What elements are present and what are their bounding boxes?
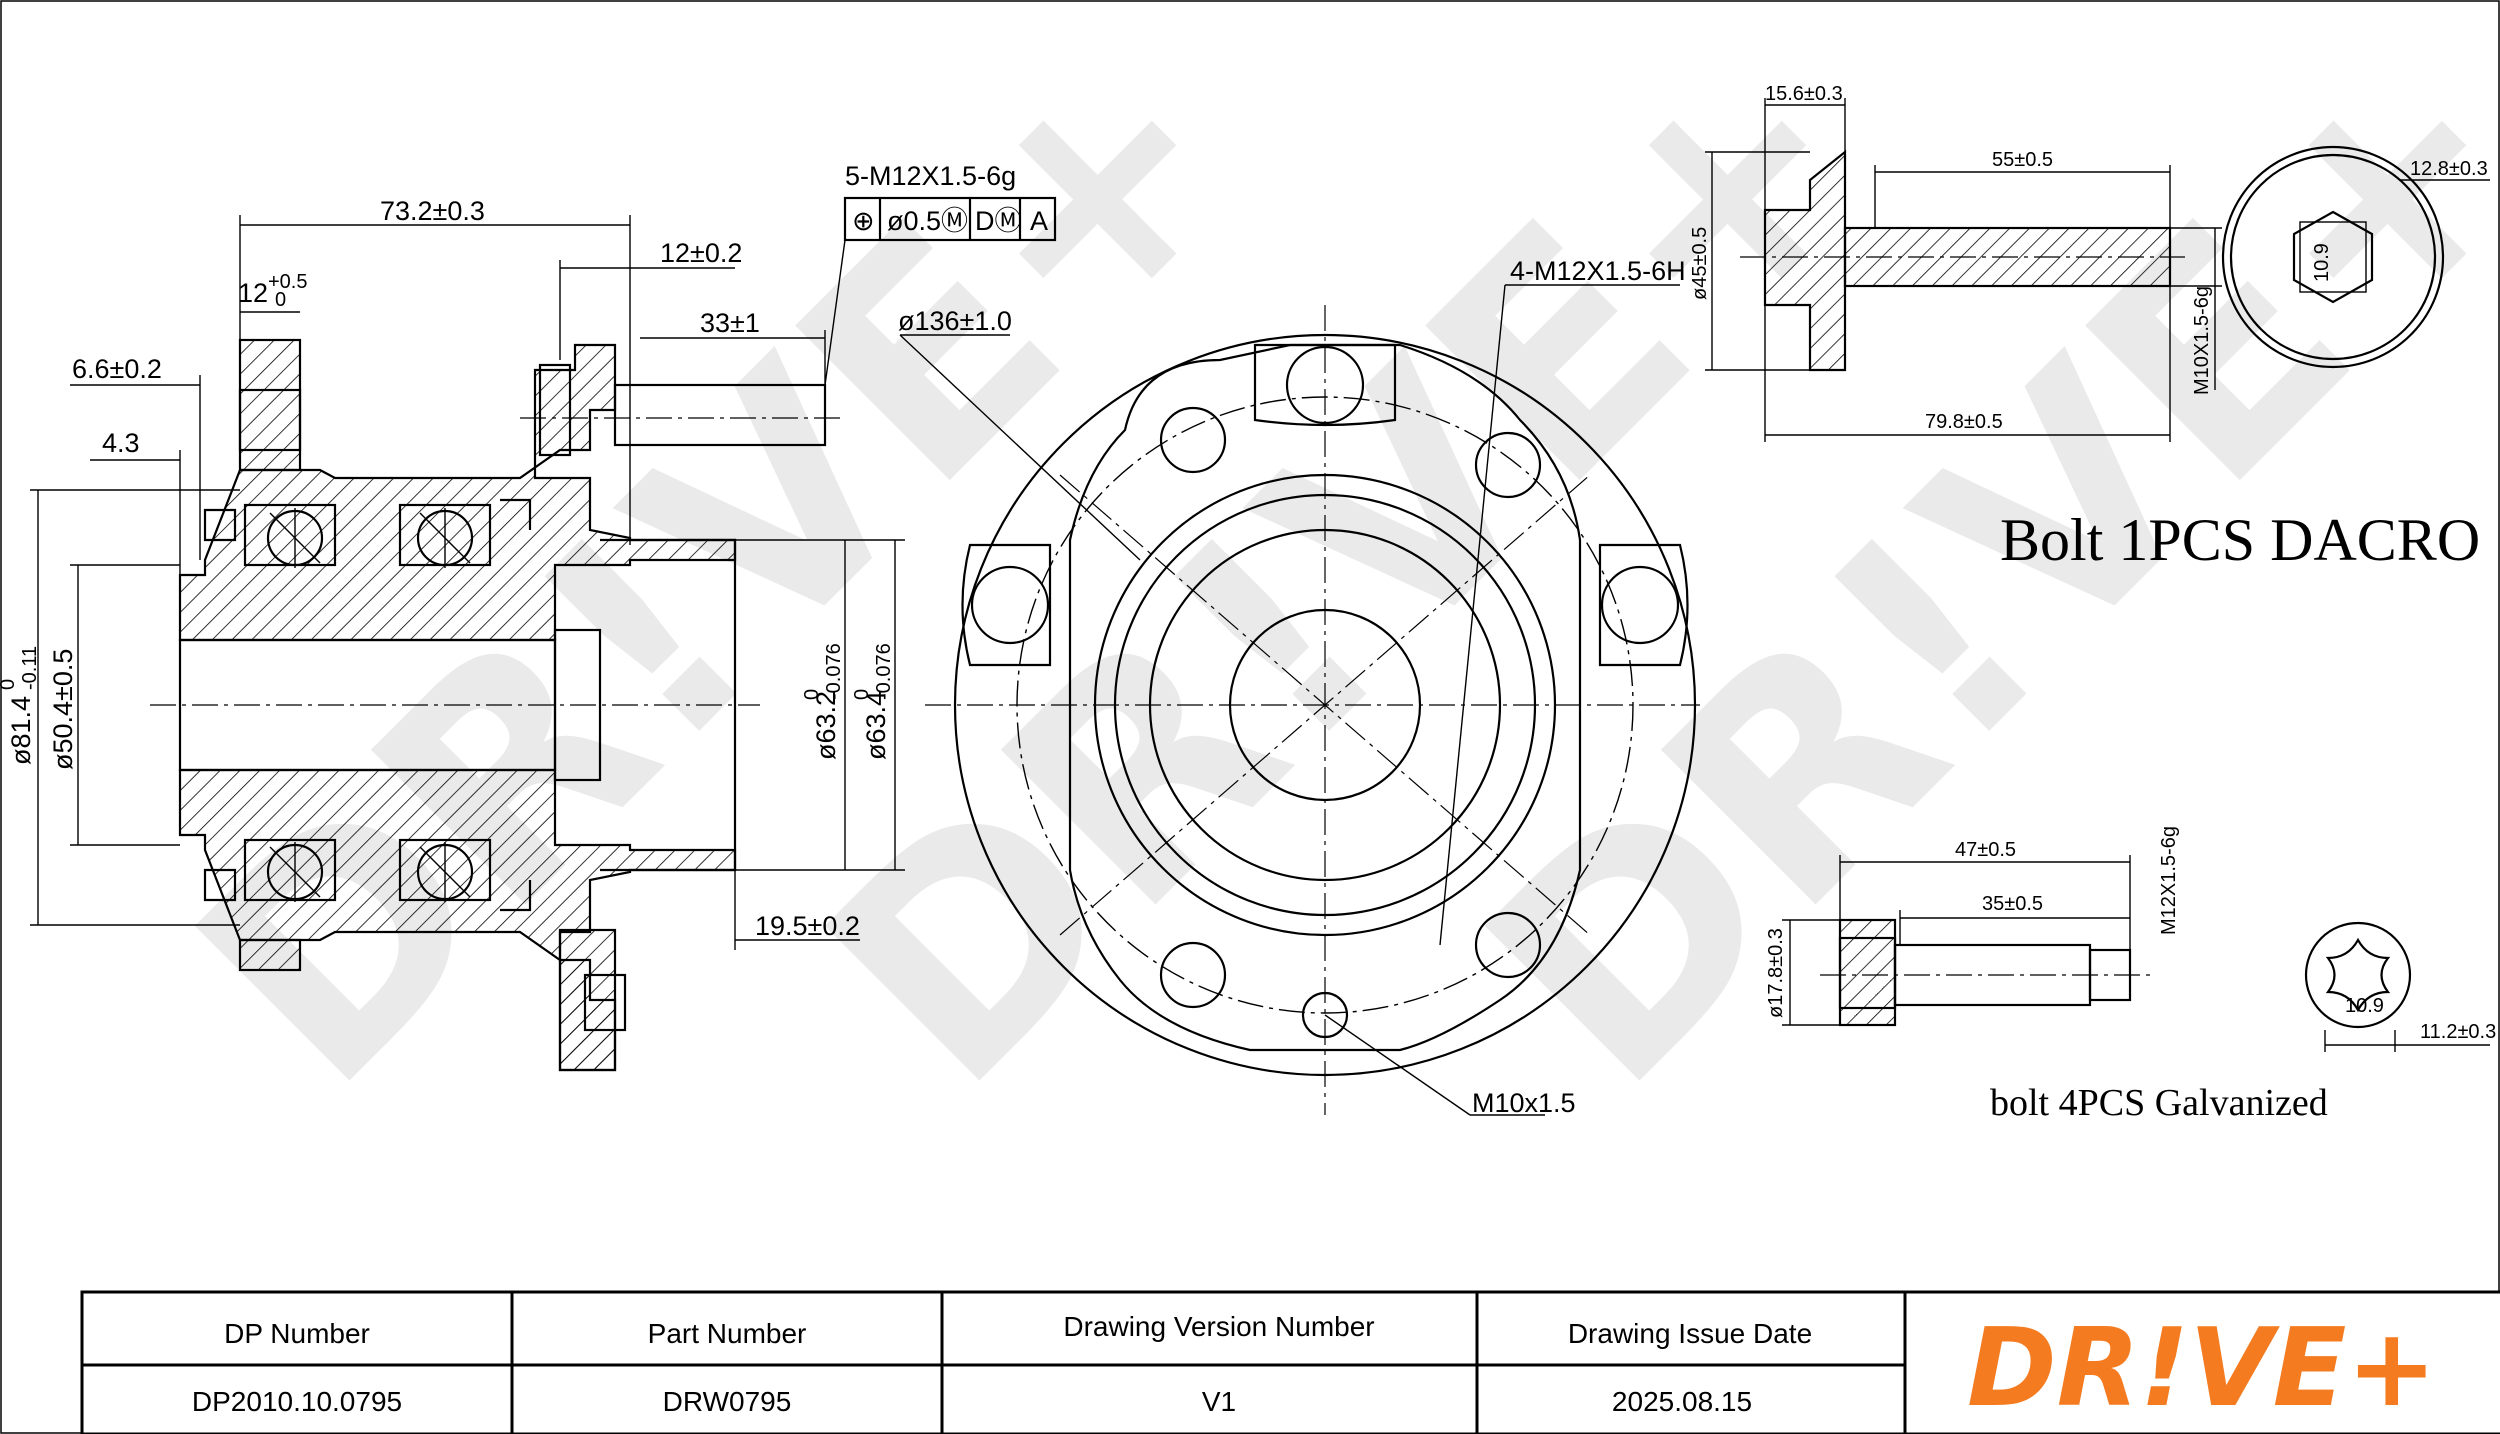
header-part-number: Part Number <box>648 1318 807 1349</box>
fcf-tolerance: ø0.5Ⓜ <box>887 206 968 236</box>
brand-logo: DR!VE+ <box>1967 1306 2437 1431</box>
bolt1-head-width: 15.6±0.3 <box>1765 83 1843 105</box>
value-dp-number: DP2010.10.0795 <box>192 1386 402 1417</box>
bolt1-shank-length: 55±0.5 <box>1992 149 2053 171</box>
bolt2-torx-size: 11.2±0.3 <box>2420 1021 2496 1043</box>
section-view <box>150 338 845 1072</box>
fcf-datum-a: A <box>1030 206 1048 236</box>
bolt1-total-length: 79.8±0.5 <box>1925 411 2003 433</box>
bolt2-note: bolt 4PCS Galvanized <box>1990 1082 2328 1124</box>
bolt2-thread-length: 35±0.5 <box>1982 893 2043 915</box>
bolt1-grade: 10.9 <box>2311 243 2333 282</box>
value-drawing-version: V1 <box>1202 1386 1236 1417</box>
dim-bore-diameter: ø50.4±0.5 <box>48 649 78 770</box>
section-view-dimensions: 73.2±0.3 12±0.2 12 +0.5 0 33±1 6.6±0.2 4… <box>0 161 1057 950</box>
bolt2-total-length: 47±0.5 <box>1955 839 2016 861</box>
fcf-position-symbol: ⊕ <box>852 206 875 236</box>
dim-pilot-1-tol-lower: -0.076 <box>823 643 845 700</box>
bolt-2-drawing: 47±0.5 35±0.5 ø17.8±0.3 M12X1.5-6g 10.9 … <box>1765 826 2496 1124</box>
callout-bolt-holes: 4-M12X1.5-6H <box>1510 256 1686 286</box>
bolt2-head-diameter: ø17.8±0.3 <box>1765 928 1787 1018</box>
dim-offset-6-6: 6.6±0.2 <box>72 354 162 384</box>
dim-stud-length: 33±1 <box>700 308 760 338</box>
fcf-datum-d: DⓂ <box>975 206 1022 236</box>
dim-pilot-2-tol-lower: -0.076 <box>873 643 895 700</box>
bolt1-note: Bolt 1PCS DACRO <box>2000 507 2480 573</box>
dim-pilot-diameter-1: ø63.2 <box>811 691 841 760</box>
header-drawing-version: Drawing Version Number <box>1063 1311 1374 1342</box>
dim-pilot-diameter-2: ø63.4 <box>861 691 891 760</box>
header-dp-number: DP Number <box>224 1318 370 1349</box>
dim-pilot-1-tol-upper: 0 <box>801 689 823 700</box>
dim-overall-width: 73.2±0.3 <box>380 196 485 226</box>
title-block: DP Number Part Number Drawing Version Nu… <box>80 1290 2500 1434</box>
dim-pcd: ø136±1.0 <box>898 306 1012 336</box>
bolt1-hex-size: 12.8±0.3 <box>2410 158 2488 180</box>
dim-tab-width: 12 <box>238 278 268 308</box>
bolt1-thread: M10X1.5-6g <box>2191 286 2213 395</box>
dim-outer-diameter-tol-lower: -0.11 <box>19 646 41 690</box>
dim-pilot-2-tol-upper: 0 <box>851 689 873 700</box>
feature-control-frame: ⊕ ø0.5Ⓜ DⓂ A <box>843 196 1057 242</box>
dim-outer-diameter-tol-upper: 0 <box>0 679 19 690</box>
thread-callout-studs: 5-M12X1.5-6g <box>845 161 1016 191</box>
dim-tab-width-tol-lower: 0 <box>275 289 286 311</box>
front-view: ø136±1.0 4-M12X1.5-6H M10x1.5 <box>898 256 1700 1118</box>
dim-tab-width-tol-upper: +0.5 <box>268 271 307 293</box>
callout-sensor-thread: M10x1.5 <box>1472 1088 1576 1118</box>
bolt-1-drawing: 15.6±0.3 55±0.5 79.8±0.5 ø45±0.5 M10X1.5… <box>1689 83 2490 573</box>
bolt2-thread: M12X1.5-6g <box>2158 826 2180 935</box>
bolt2-grade: 10.9 <box>2345 995 2384 1017</box>
value-part-number: DRW0795 <box>663 1386 792 1417</box>
dim-pilot-length: 19.5±0.2 <box>755 911 860 941</box>
dim-offset-4-3: 4.3 <box>102 428 140 458</box>
value-issue-date: 2025.08.15 <box>1612 1386 1752 1417</box>
bolt1-head-diameter: ø45±0.5 <box>1689 227 1711 300</box>
dim-outer-diameter: ø81.4 <box>6 696 36 765</box>
dim-flange-width: 12±0.2 <box>660 238 742 268</box>
header-issue-date: Drawing Issue Date <box>1568 1318 1812 1349</box>
